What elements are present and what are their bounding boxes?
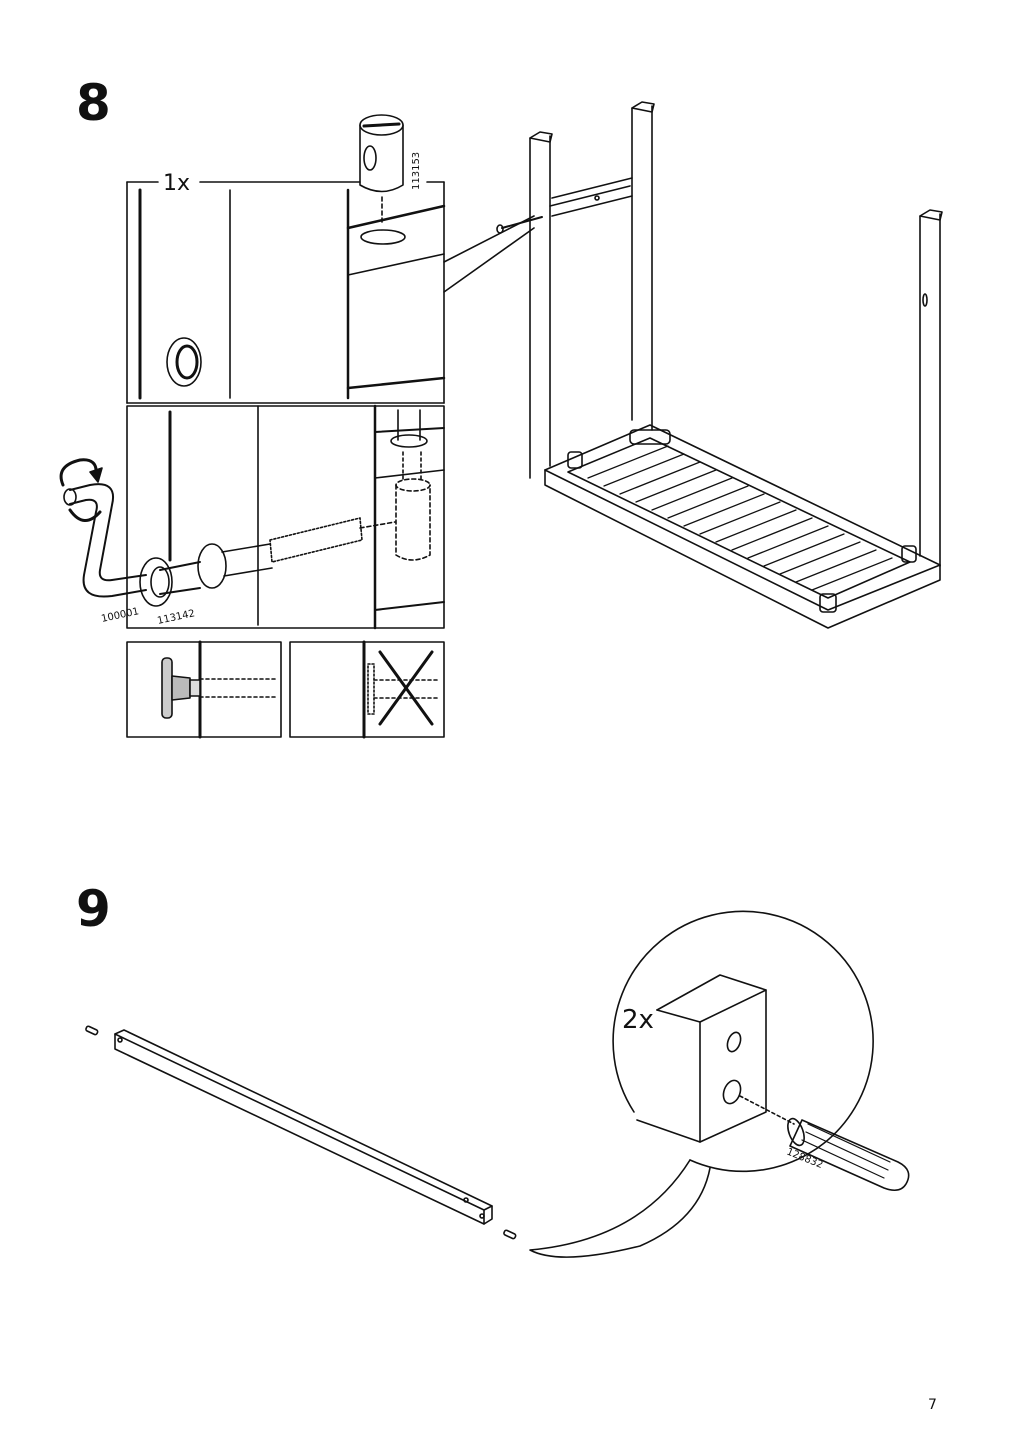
step8-detail-bottom-panel (59, 404, 445, 630)
part-number-allen-key: 100001 (100, 606, 140, 625)
dowel-detail-circle (529, 910, 910, 1258)
allen-key-part (69, 483, 147, 598)
part-number-dowel: 128832 (785, 1147, 825, 1172)
page-number: 7 (928, 1397, 937, 1413)
incorrect-fit-box (289, 640, 445, 739)
step8-detail-top-panel (126, 114, 535, 404)
step-9-number: 9 (76, 880, 111, 938)
rotate-clockwise-icon (59, 458, 103, 522)
part-number-cam-nut: 113153 (411, 152, 422, 190)
correct-fit-box (126, 640, 282, 739)
step8-quantity-label: 1x (163, 171, 190, 196)
side-rail-part (85, 1025, 517, 1240)
cam-nut-part (359, 114, 406, 245)
step9-quantity-label: 2x (622, 1005, 654, 1035)
bench-frame (496, 101, 943, 629)
cross-icon (378, 650, 434, 726)
part-number-bolt: 113142 (156, 608, 196, 627)
step-8-number: 8 (76, 74, 111, 132)
